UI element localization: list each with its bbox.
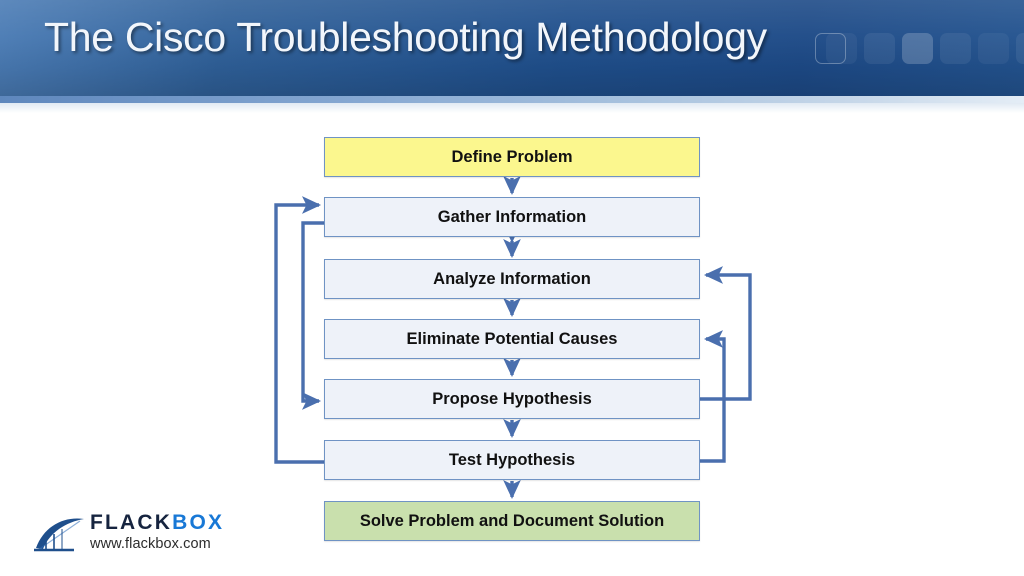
flow-node-label: Eliminate Potential Causes [406, 329, 618, 348]
header-square-5 [978, 33, 1009, 64]
header-square-6 [1016, 33, 1024, 64]
flackbox-logo: FLACKBOX www.flackbox.com [34, 510, 244, 568]
edge-gather-propose-loop [301, 221, 324, 410]
logo-word-secondary: BOX [172, 511, 225, 534]
logo-url: www.flackbox.com [90, 536, 211, 552]
header-bottom-band [0, 96, 1024, 103]
flow-node-propose-hypothesis[interactable]: Propose Hypothesis [324, 379, 700, 419]
flow-node-label: Solve Problem and Document Solution [359, 511, 665, 530]
flackbox-bridge-icon [34, 518, 84, 552]
flow-node-test-hypothesis[interactable]: Test Hypothesis [324, 440, 700, 480]
flow-node-label: Analyze Information [433, 269, 591, 288]
header-square-2 [864, 33, 895, 64]
flow-node-label: Propose Hypothesis [432, 389, 592, 408]
edge-test-eliminate-loop [700, 330, 726, 463]
flow-node-gather-information[interactable]: Gather Information [324, 197, 700, 237]
flow-node-solve-problem[interactable]: Solve Problem and Document Solution [324, 501, 700, 541]
flow-node-analyze-information[interactable]: Analyze Information [324, 259, 700, 299]
flow-node-eliminate-potential-causes[interactable]: Eliminate Potential Causes [324, 319, 700, 359]
header-bottom-fade [0, 103, 1024, 113]
slide-header: The Cisco Troubleshooting Methodology [0, 0, 1024, 96]
logo-word-primary: FLACK [90, 511, 173, 534]
flow-node-label: Define Problem [451, 147, 573, 166]
flow-node-define-problem[interactable]: Define Problem [324, 137, 700, 177]
page-title: The Cisco Troubleshooting Methodology [44, 14, 767, 60]
header-decoration-squares [826, 33, 1024, 64]
flow-node-label: Test Hypothesis [448, 450, 576, 469]
header-square-4 [940, 33, 971, 64]
edge-test-gather-loop [274, 196, 324, 464]
flackbox-wordmark: FLACKBOX www.flackbox.com [90, 512, 224, 553]
flow-node-label: Gather Information [437, 207, 587, 226]
header-square-outline [815, 33, 846, 64]
header-sheen [0, 0, 1024, 96]
header-square-3 [902, 33, 933, 64]
